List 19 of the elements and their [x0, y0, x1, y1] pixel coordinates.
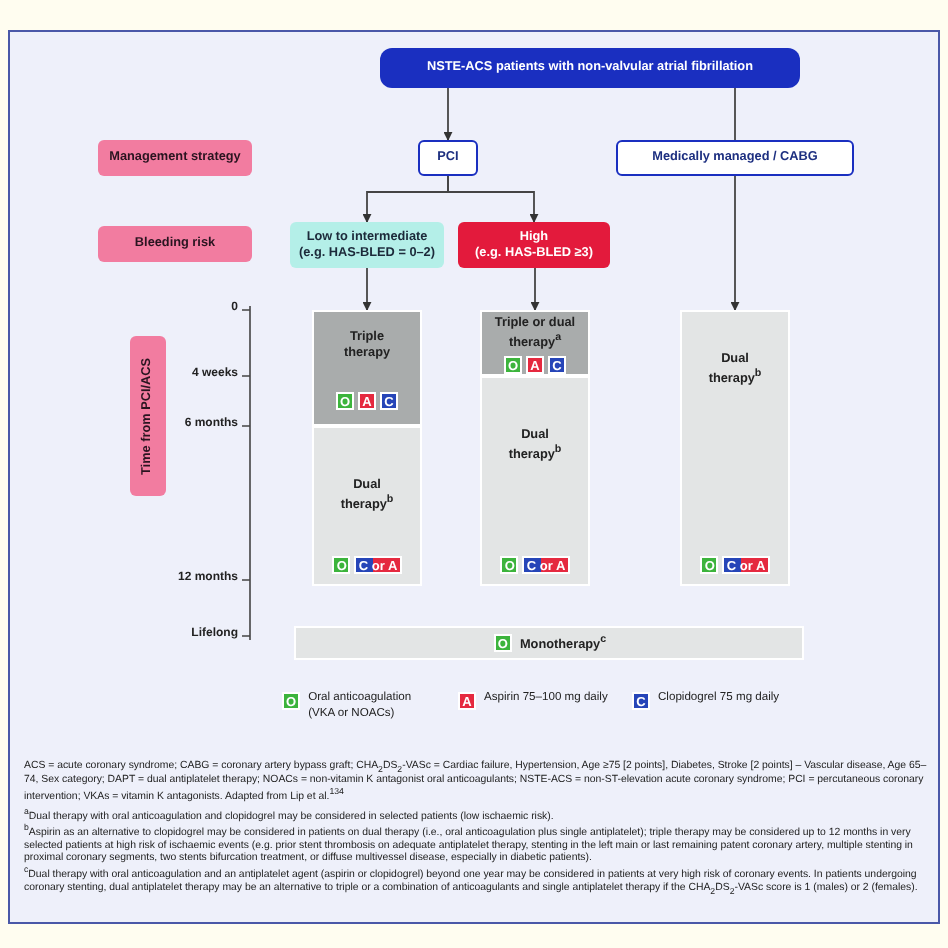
row-label-box [130, 336, 166, 496]
arrow [443, 87, 453, 141]
arrow [530, 267, 540, 311]
therapy-phase-box [312, 310, 422, 426]
therapy-bar [294, 626, 804, 660]
risk-box [458, 222, 610, 268]
therapy-phase-box [480, 376, 590, 586]
arrow [447, 175, 539, 223]
therapy-phase-box [480, 310, 590, 376]
row-label-box [98, 226, 252, 262]
start-box [380, 48, 800, 88]
arrow [730, 175, 740, 311]
therapy-phase-box [680, 310, 790, 586]
row-label-box [98, 140, 252, 176]
risk-box [290, 222, 444, 268]
arrow [362, 267, 372, 311]
therapy-phase-box [312, 426, 422, 586]
option-box [616, 140, 854, 176]
option-box [418, 140, 478, 176]
